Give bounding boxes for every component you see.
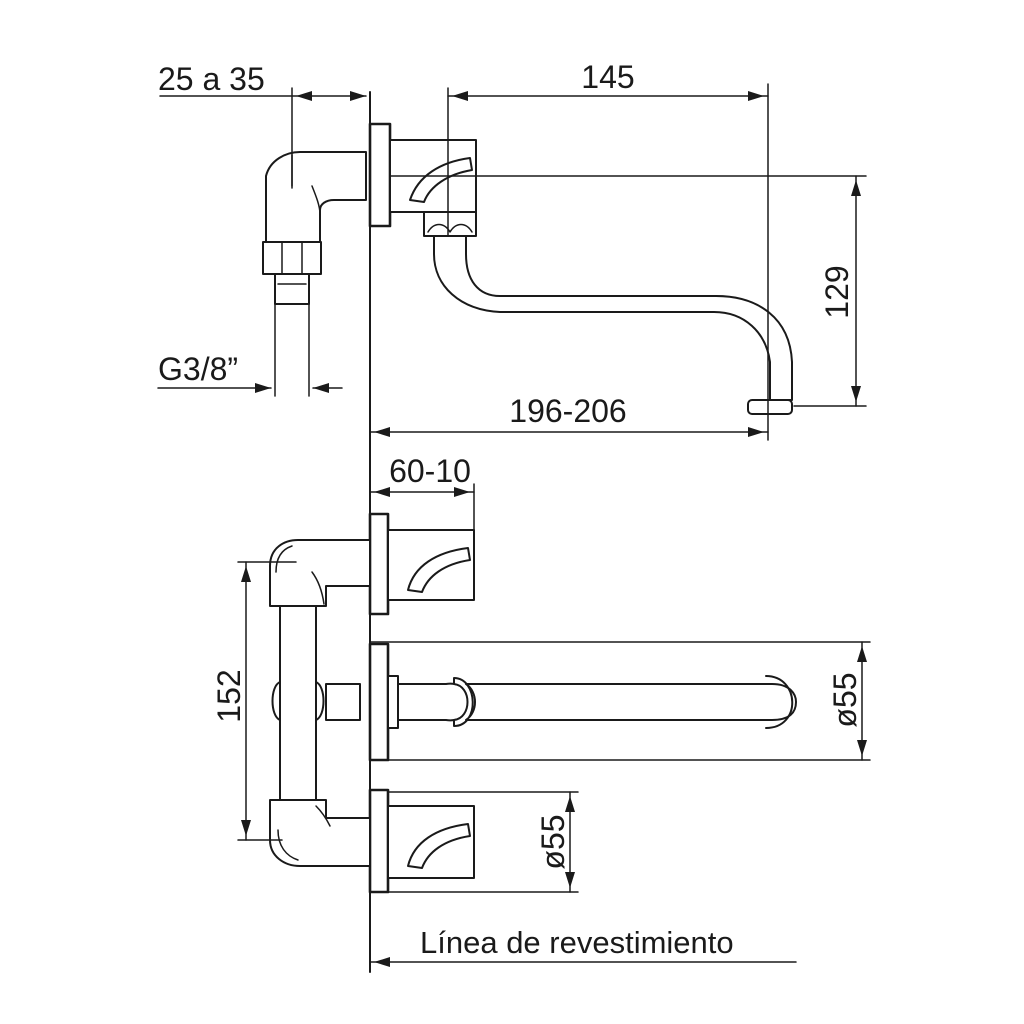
dim-inlet-spacing-label: 152 [211, 669, 247, 722]
plan-view [269, 512, 797, 894]
plan-top-handle [387, 529, 475, 601]
dim-handle-diameter: ø55 [387, 791, 579, 893]
plan-center-flange [368, 642, 390, 762]
dim-thread: G3/8” [157, 303, 343, 397]
dim-spout-reach-total-label: 196-206 [509, 393, 626, 429]
dimensions: 25 a 35 145 129 G3/8” [157, 59, 871, 967]
side-flange [368, 122, 392, 228]
plan-bottom-flange [368, 788, 390, 894]
dim-valve-depth: 60-10 [369, 453, 475, 531]
caption-leader: Línea de revestimiento [369, 925, 797, 967]
dim-valve-depth-label: 60-10 [389, 453, 471, 489]
dim-spout-height-label: 129 [819, 265, 855, 318]
plan-spout-collar [387, 675, 399, 729]
plan-bottom-handle [387, 805, 475, 879]
dim-wall-depth-label: 25 a 35 [158, 61, 265, 97]
dim-spout-reach-total: 196-206 [369, 393, 769, 437]
dim-spout-reach-top-label: 145 [581, 59, 634, 95]
dim-spout-diameter-label: ø55 [827, 672, 863, 727]
plan-spout [397, 675, 797, 729]
plan-connecting-pipe [271, 605, 361, 801]
dim-spout-diameter: ø55 [369, 641, 871, 761]
plan-top-flange [368, 512, 390, 616]
plan-top-elbow [269, 539, 371, 607]
side-spout [433, 235, 793, 401]
side-spout-aerator [747, 399, 793, 415]
side-view [262, 122, 793, 415]
dim-spout-height: 129 [389, 175, 867, 407]
cladding-line-caption: Línea de revestimiento [420, 925, 734, 960]
dim-spout-reach-top: 145 [447, 59, 769, 441]
side-spout-nut [423, 211, 477, 237]
dim-handle-diameter-label: ø55 [535, 814, 571, 869]
dim-wall-depth: 25 a 35 [158, 61, 367, 189]
dim-inlet-spacing: 152 [211, 561, 297, 841]
side-elbow-connector [262, 151, 367, 305]
plan-bottom-elbow [269, 799, 371, 867]
dim-thread-label: G3/8” [158, 351, 238, 387]
